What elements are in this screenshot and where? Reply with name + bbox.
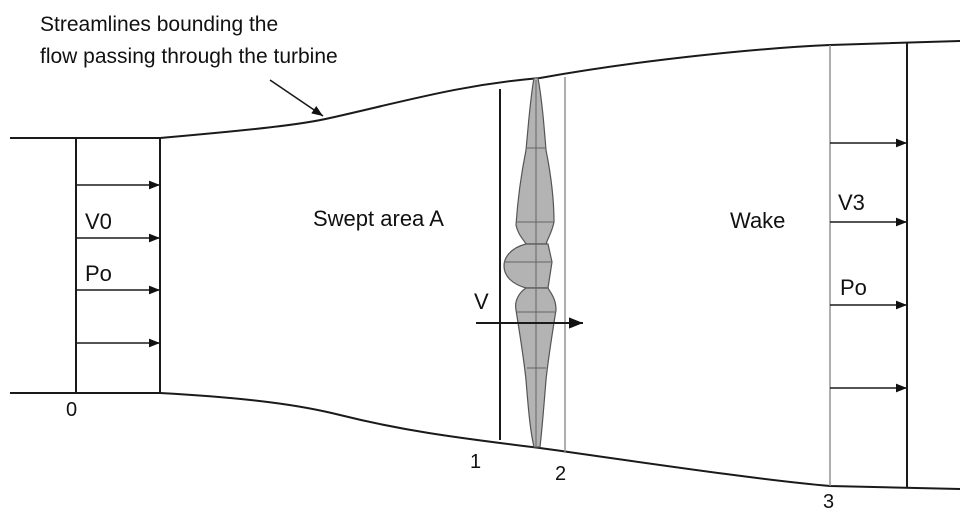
turbine-blade-upper xyxy=(515,77,555,245)
rotor-velocity-label: V xyxy=(474,289,489,314)
turbine-hub xyxy=(503,243,553,289)
wake-pressure-label: Po xyxy=(840,275,867,300)
inlet-pressure-label: Po xyxy=(85,261,112,286)
station-1-label: 1 xyxy=(470,451,481,473)
station-0-label: 0 xyxy=(66,399,77,421)
turbine-rotor xyxy=(503,77,557,448)
upper-streamline xyxy=(10,40,961,139)
station-2-label: 2 xyxy=(555,463,566,485)
wake-label: Wake xyxy=(730,208,785,233)
wake-velocity-label: V3 xyxy=(838,190,865,215)
station-3-label: 3 xyxy=(823,491,834,513)
inlet-velocity-label: V0 xyxy=(85,209,112,234)
annotation-line-1: Streamlines bounding the xyxy=(40,13,278,36)
annotation-line-2: flow passing through the turbine xyxy=(40,45,338,68)
annotation-pointer xyxy=(269,79,324,117)
lower-streamline xyxy=(10,392,961,490)
swept-area-label: Swept area A xyxy=(313,206,444,231)
